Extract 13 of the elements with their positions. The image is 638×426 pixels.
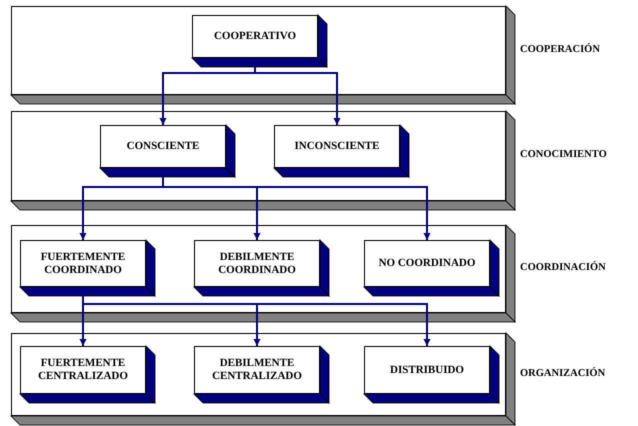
box-label: INCONSCIENTE: [294, 140, 380, 153]
box-label: COOPERATIVO: [214, 30, 296, 43]
layer-label: COORDINACIÓN: [520, 262, 606, 273]
layer-label: CONOCIMIENTO: [520, 149, 607, 160]
box-label: NO COORDINADO: [378, 257, 476, 270]
box-label: DEBILMENTE COORDINADO: [217, 250, 297, 276]
box-label: FUERTEMENTE COORDINADO: [40, 250, 126, 276]
box-label: DEBILMENTE CENTRALIZADO: [211, 357, 303, 383]
layer-label: ORGANIZACIÓN: [520, 368, 606, 378]
box-label: DISTRIBUIDO: [390, 364, 464, 376]
box-label: FUERTEMENTE CENTRALIZADO: [37, 357, 129, 383]
box-label: CONSCIENTE: [126, 140, 200, 153]
layer-label: COOPERACIÓN: [520, 44, 600, 54]
